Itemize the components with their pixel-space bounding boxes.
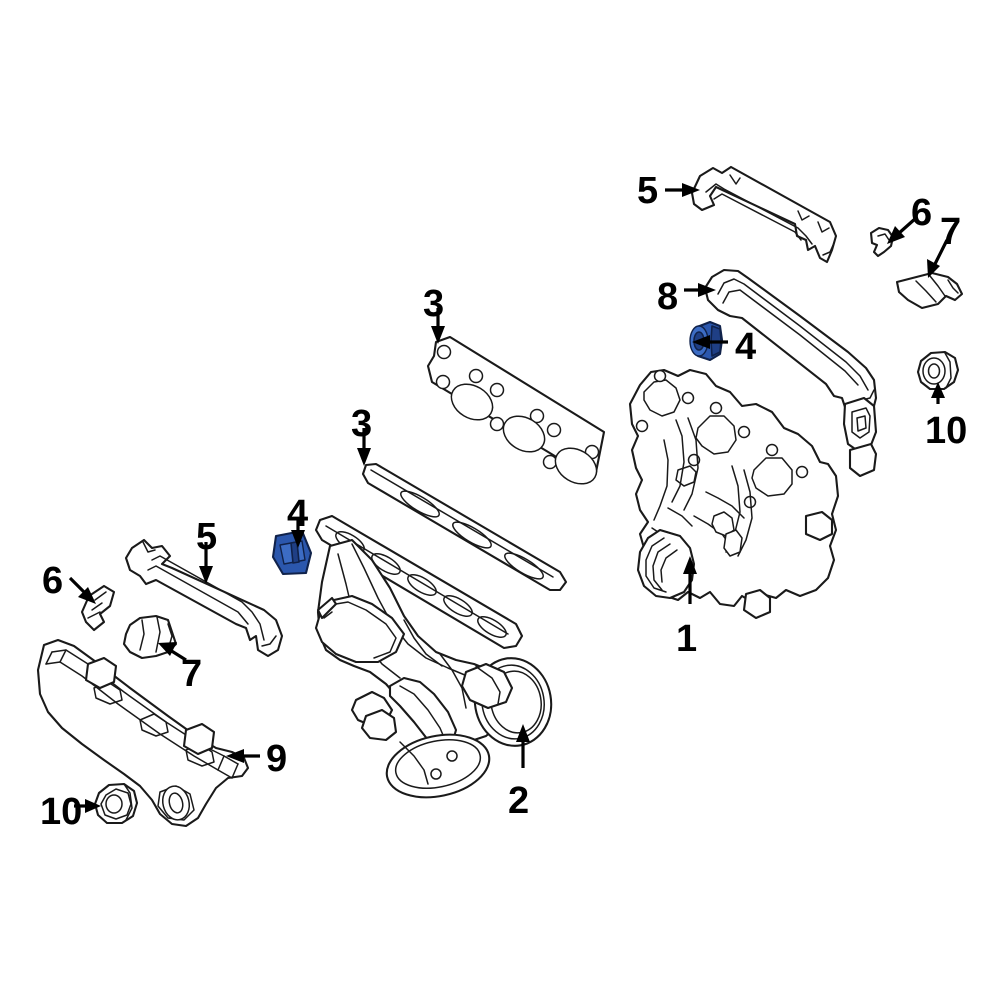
part-exhaust-manifold[interactable]: [314, 514, 558, 806]
callout-label-6a: 6: [42, 560, 64, 602]
callout-label-10b: 10: [925, 410, 968, 452]
callout-label-3b: 3: [351, 403, 373, 445]
callout-label-10a: 10: [40, 791, 83, 833]
callout-label-6b: 6: [911, 192, 933, 234]
part-manifold-gasket-strip[interactable]: [361, 462, 568, 592]
part-stud-bolt-upper[interactable]: [869, 226, 895, 258]
callout-label-3a: 3: [423, 283, 445, 325]
part-lower-heat-shield[interactable]: [36, 638, 250, 828]
callout-label-2: 2: [508, 780, 530, 822]
part-turbocharger-assembly[interactable]: [628, 368, 840, 620]
part-flange-nut-left[interactable]: [93, 782, 139, 825]
callout-arrows: [68, 183, 949, 813]
callout-label-7b: 7: [940, 211, 962, 253]
part-heat-shield-bracket[interactable]: [124, 538, 284, 658]
callout-label-5b: 5: [637, 170, 659, 212]
part-upper-heat-shield[interactable]: [690, 165, 838, 264]
part-side-heat-shield[interactable]: [703, 268, 878, 478]
callout-label-4a: 4: [287, 493, 309, 535]
part-heat-shield-clip-upper[interactable]: [895, 271, 964, 310]
callout-label-1: 1: [676, 618, 698, 660]
callout-label-7a: 7: [181, 653, 203, 695]
callout-label-5a: 5: [196, 516, 218, 558]
part-nut-highlighted-left[interactable]: [271, 529, 313, 576]
part-manifold-gasket[interactable]: [426, 335, 606, 491]
part-flange-nut-right[interactable]: [916, 350, 960, 391]
callout-label-9: 9: [266, 738, 288, 780]
callout-label-8: 8: [657, 276, 679, 318]
callout-label-4b: 4: [735, 326, 757, 368]
